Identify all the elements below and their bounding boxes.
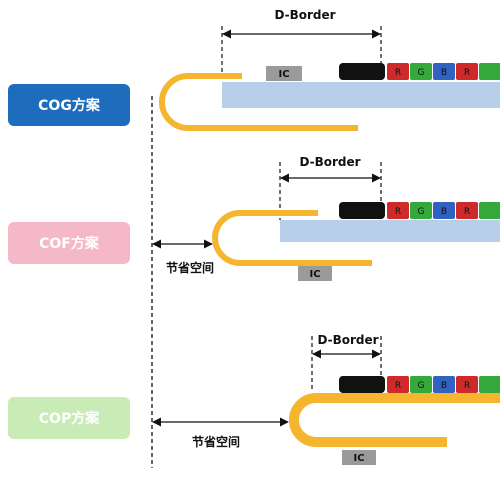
cof-scheme-badge: COF方案 xyxy=(8,222,130,264)
cop-substrate-fold xyxy=(289,393,500,447)
cof-pixel-r1 xyxy=(387,202,409,219)
cof-flex-cable xyxy=(212,210,372,266)
cop-pixel-r1 xyxy=(387,376,409,393)
cof-pixel-b xyxy=(433,202,455,219)
cog-pixel-r1 xyxy=(387,63,409,80)
cog-pixel-g xyxy=(410,63,432,80)
cop-pixel-g-label: G xyxy=(418,381,425,391)
cog-pixel-r2 xyxy=(456,63,478,80)
cop-pixel-g2 xyxy=(479,376,500,393)
cop-pixel-b-label: B xyxy=(441,381,447,391)
cof-pixel-b-label: B xyxy=(441,207,447,217)
cog-pixel-b-label: B xyxy=(441,68,447,78)
cog-ic-label: IC xyxy=(278,69,289,80)
cog-pixel-r1-label: R xyxy=(395,68,401,78)
cof-dborder-label: D-Border xyxy=(299,155,360,169)
cog-ic-chip xyxy=(266,66,302,81)
cop-black-driver xyxy=(339,376,385,393)
cop-pixel-b xyxy=(433,376,455,393)
cop-dborder-label: D-Border xyxy=(317,333,378,347)
cof-pixel-r1-label: R xyxy=(395,207,401,217)
cof-diagram: D-Border IC R G B R 节省空间 xyxy=(152,155,500,281)
cog-pixel-r2-label: R xyxy=(464,68,470,78)
cof-pixel-g xyxy=(410,202,432,219)
cog-diagram: D-Border IC R G B R xyxy=(159,8,500,131)
cof-ic-label: IC xyxy=(309,269,320,280)
cog-glass-panel xyxy=(222,82,500,108)
cog-pixel-g-label: G xyxy=(418,68,425,78)
cop-pixel-row: R G B R xyxy=(387,376,500,393)
cop-scheme-badge: COP方案 xyxy=(8,397,130,439)
cof-pixel-g2 xyxy=(479,202,500,219)
cof-saving-label: 节省空间 xyxy=(166,260,214,275)
cog-flex-cable xyxy=(159,73,358,131)
cog-pixel-row: R G B R xyxy=(387,63,500,80)
cop-pixel-r2 xyxy=(456,376,478,393)
cop-pixel-g xyxy=(410,376,432,393)
cog-dborder-label: D-Border xyxy=(274,8,335,22)
cof-pixel-r2 xyxy=(456,202,478,219)
cog-pixel-g2 xyxy=(479,63,500,80)
cop-pixel-r1-label: R xyxy=(395,381,401,391)
cof-pixel-row: R G B R xyxy=(387,202,500,219)
cop-pixel-r2-label: R xyxy=(464,381,470,391)
cop-diagram: D-Border IC R G B R 节省空间 xyxy=(152,333,500,465)
cog-black-driver xyxy=(339,63,385,80)
cog-scheme-badge: COG方案 xyxy=(8,84,130,126)
cof-pixel-g-label: G xyxy=(418,207,425,217)
cop-ic-chip xyxy=(342,450,376,465)
cof-black-driver xyxy=(339,202,385,219)
cof-pixel-r2-label: R xyxy=(464,207,470,217)
cop-saving-label: 节省空间 xyxy=(192,434,240,449)
cof-glass-panel xyxy=(280,220,500,242)
cog-pixel-b xyxy=(433,63,455,80)
cop-ic-label: IC xyxy=(353,453,364,464)
cof-ic-chip xyxy=(298,266,332,281)
